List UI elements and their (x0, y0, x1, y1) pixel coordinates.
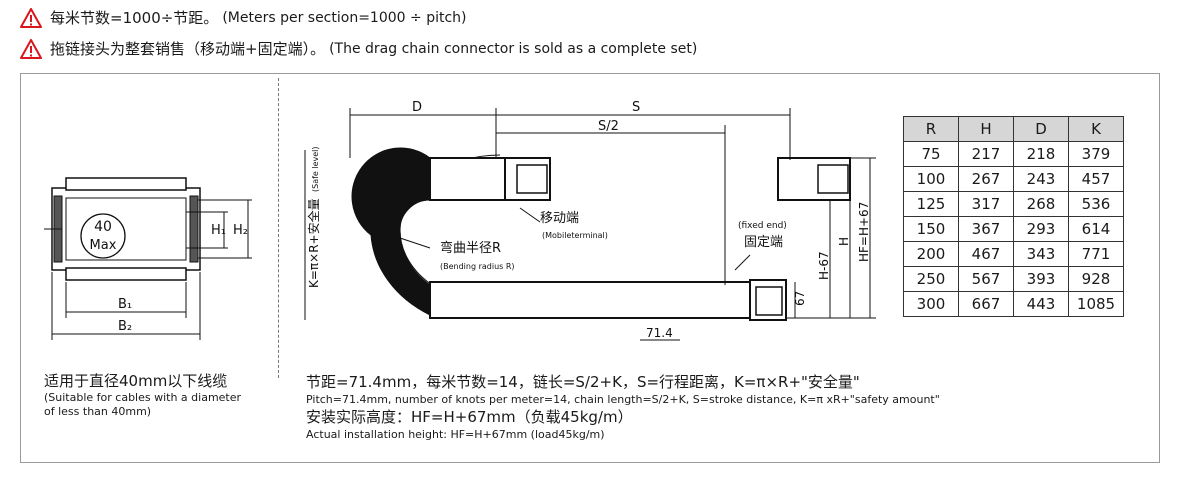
s-label: S (632, 100, 640, 115)
table-cell: 218 (1013, 141, 1069, 167)
warning-icon (20, 7, 42, 28)
drawing-panel (20, 73, 1160, 463)
table-cell: 667 (958, 291, 1014, 317)
table-cell: 300 (903, 291, 959, 317)
h-minus-67-label: H-67 (817, 251, 831, 280)
d-label: D (412, 100, 422, 115)
section-caption-cn: 适用于直径40mm以下线缆 (44, 372, 228, 390)
note-connector-set: 拖链接头为整套销售（移动端+固定端）。 (The drag chain conn… (20, 38, 697, 59)
note-cn: 每米节数=1000÷节距。 (50, 9, 219, 27)
table-cell: 317 (958, 191, 1014, 217)
pitch-label: 71.4 (646, 326, 673, 340)
fixed-end-label: 固定端 (744, 235, 783, 250)
formula-line1-cn: 节距=71.4mm，每米节数=14，链长=S/2+K，S=行程距离，K=π×R+… (306, 373, 860, 391)
hf-label: HF=H+67 (857, 202, 871, 262)
section-caption-en1: (Suitable for cables with a diameter (44, 391, 242, 404)
table-header: D (1013, 116, 1069, 142)
table-cell: 928 (1068, 266, 1124, 292)
moving-end-en: (Mobileterminal) (542, 231, 608, 240)
chain-side-view (304, 108, 876, 341)
s-half-label: S/2 (598, 119, 619, 134)
table-cell: 1085 (1068, 291, 1124, 317)
table-header: H (958, 116, 1014, 142)
safe-level-label: (Safe level) (311, 146, 320, 192)
note-cn: 拖链接头为整套销售（移动端+固定端）。 (50, 40, 326, 58)
safe-formula-label: K=π×R+安全量 (306, 198, 321, 288)
table-cell: 250 (903, 266, 959, 292)
bending-radius-en: (Bending radius R) (440, 262, 515, 271)
formula-line2-en: Actual installation height: HF=H+67mm (l… (306, 428, 605, 441)
table-cell: 367 (958, 216, 1014, 242)
table-cell: 293 (1013, 216, 1069, 242)
table-cell: 200 (903, 241, 959, 267)
table-cell: 267 (958, 166, 1014, 192)
table-cell: 771 (1068, 241, 1124, 267)
formula-line2-cn: 安装实际高度：HF=H+67mm（负载45kg/m） (306, 408, 633, 426)
moving-end-label: 移动端 (540, 211, 579, 226)
section-caption: 适用于直径40mm以下线缆 (Suitable for cables with … (44, 370, 241, 419)
table-cell: 457 (1068, 166, 1124, 192)
table-cell: 614 (1068, 216, 1124, 242)
table-cell: 243 (1013, 166, 1069, 192)
table-cell: 268 (1013, 191, 1069, 217)
bending-radius-label: 弯曲半径R (440, 240, 501, 256)
formula-block: 节距=71.4mm，每米节数=14，链长=S/2+K，S=行程距离，K=π×R+… (306, 372, 940, 442)
table-cell: 343 (1013, 241, 1069, 267)
table-cell: 443 (1013, 291, 1069, 317)
table-cell: 379 (1068, 141, 1124, 167)
note-en: (The drag chain connector is sold as a c… (329, 40, 698, 57)
b1-label: B₁ (118, 297, 132, 312)
note-meters-per-section: 每米节数=1000÷节距。 (Meters per section=1000 ÷… (20, 7, 467, 28)
h2-label: H₂ (233, 223, 248, 238)
h1-label: H₁ (211, 223, 226, 238)
table-cell: 567 (958, 266, 1014, 292)
inner-label-max: Max (90, 238, 117, 253)
table-cell: 75 (903, 141, 959, 167)
table-cell: 467 (958, 241, 1014, 267)
panel-divider (278, 78, 279, 378)
inner-label: 40 (94, 219, 112, 235)
formula-line1-en: Pitch=71.4mm, number of knots per meter=… (306, 393, 940, 406)
section-caption-en2: of less than 40mm) (44, 405, 152, 418)
fixed-end-en: (fixed end) (738, 221, 787, 231)
table-header: K (1068, 116, 1124, 142)
table-cell: 150 (903, 216, 959, 242)
warning-icon (20, 38, 42, 59)
table-header: R (903, 116, 959, 142)
b2-label: B₂ (118, 319, 132, 334)
table-cell: 125 (903, 191, 959, 217)
table-cell: 100 (903, 166, 959, 192)
table-cell: 217 (958, 141, 1014, 167)
h-label: H (837, 237, 851, 246)
table-cell: 393 (1013, 266, 1069, 292)
note-en: (Meters per section=1000 ÷ pitch) (222, 9, 467, 26)
table-cell: 536 (1068, 191, 1124, 217)
table-header-row: R H D K (903, 116, 1124, 142)
cross-section (44, 177, 252, 340)
h67-label: 67 (793, 291, 807, 306)
